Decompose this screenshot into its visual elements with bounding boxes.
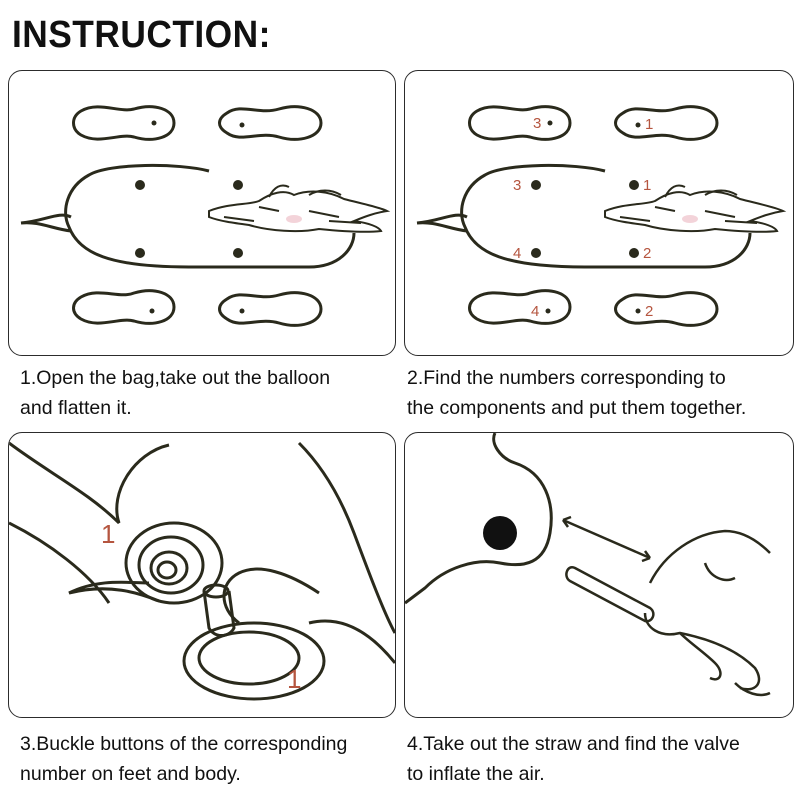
straw	[565, 566, 655, 623]
label-foot-bottom-right: 2	[645, 303, 653, 320]
cheek-blush	[286, 215, 302, 223]
step-4-illustration	[404, 432, 794, 718]
label-body-top-left: 3	[513, 177, 521, 194]
buckle-buttons-drawing: 1 1	[9, 441, 395, 701]
foot-piece-top-right	[218, 105, 323, 141]
button-hole	[135, 248, 145, 258]
foot-piece-bottom-left	[72, 289, 176, 325]
step-3-line-1: 3.Buckle buttons of the corresponding	[20, 733, 348, 755]
label-foot-top-right: 1	[645, 116, 653, 133]
button-ring-outer	[124, 521, 224, 605]
button-hole	[135, 180, 145, 190]
double-arrow-line	[562, 518, 651, 560]
step-1-line-1: 1.Open the bag,take out the balloon	[20, 367, 331, 389]
step-4-line-1: 4.Take out the straw and find the valve	[407, 733, 740, 755]
step-2-caption: 2.Find the numbers corresponding to the …	[407, 363, 799, 423]
step-2-line-1: 2.Find the numbers corresponding to	[407, 367, 726, 389]
label-button-a: 1	[101, 519, 115, 549]
label-foot-top-left: 3	[533, 115, 541, 132]
unicorn-head-drawing	[208, 184, 391, 233]
step-3-caption: 3.Buckle buttons of the corresponding nu…	[20, 729, 396, 789]
step-1-line-2: and flatten it.	[20, 397, 132, 419]
foot-piece-bottom-right	[218, 291, 323, 327]
balloon-body-outline	[64, 163, 356, 269]
step-4-line-2: to inflate the air.	[407, 763, 545, 785]
label-foot-bottom-left: 4	[531, 303, 539, 320]
valve-hole	[483, 516, 517, 550]
step-2-line-2: the components and put them together.	[407, 397, 747, 419]
numbered-balloon-drawing: 3 1 3 1 4 2 4 2	[416, 105, 787, 327]
button-hole	[233, 248, 243, 258]
page-title: INSTRUCTION:	[12, 14, 271, 56]
foot-piece-top-left	[72, 105, 176, 141]
label-button-b: 1	[287, 664, 301, 694]
step-1-illustration	[8, 70, 396, 356]
inflate-valve-drawing	[405, 433, 771, 697]
step-3-line-2: number on feet and body.	[20, 763, 241, 785]
step-3-illustration: 1 1	[8, 432, 396, 718]
label-body-top-right: 1	[643, 177, 651, 194]
step-4-caption: 4.Take out the straw and find the valve …	[407, 729, 799, 789]
step-1-caption: 1.Open the bag,take out the balloon and …	[20, 363, 396, 423]
label-body-bottom-left: 4	[513, 245, 521, 262]
step-2-illustration: 3 1 3 1 4 2 4 2	[404, 70, 794, 356]
flattened-balloon-drawing	[20, 105, 391, 327]
label-body-bottom-right: 2	[643, 245, 651, 262]
button-hole	[233, 180, 243, 190]
balloon-outline	[405, 433, 553, 605]
